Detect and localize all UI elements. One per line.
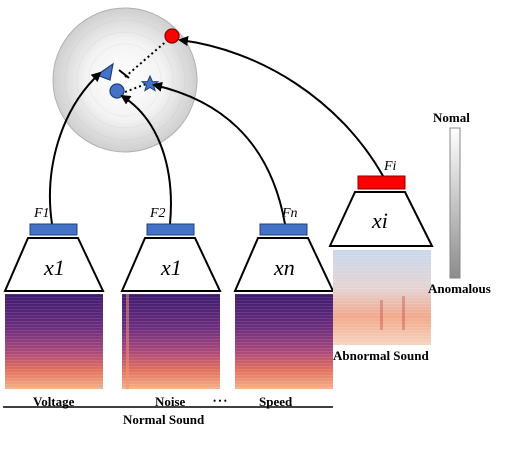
- spectrogram-abnormal: [333, 250, 431, 345]
- abnormal-circle-point: [164, 28, 180, 44]
- feature-bar-f1: [29, 223, 78, 236]
- label-speed: Speed: [259, 394, 293, 409]
- spectrogram-noise: [122, 294, 220, 389]
- scale-bottom-label: Anomalous: [428, 281, 491, 296]
- encoder-input-i: xi: [372, 208, 388, 233]
- abnormal-sound-label: Abnormal Sound: [333, 348, 429, 363]
- spectrogram-voltage: [5, 294, 103, 389]
- encoder-input-n: xn: [274, 255, 295, 280]
- arrow-fi: [178, 36, 384, 177]
- encoder-1: [3, 237, 105, 292]
- latent-ring: [64, 19, 186, 141]
- latent-space: [52, 7, 198, 153]
- encoder-i: [328, 191, 434, 247]
- label-noise: Noise: [155, 394, 186, 409]
- feature-bar-fi: [357, 175, 406, 190]
- encoder-input-2: x1: [161, 255, 182, 280]
- feature-label-f2: F2: [150, 206, 166, 221]
- feature-bar-fn: [259, 223, 308, 236]
- encoder-2: [120, 237, 222, 292]
- arrow-f1: [49, 71, 102, 225]
- normal-circle-point: [109, 83, 125, 99]
- feature-label-fi: Fi: [384, 159, 397, 174]
- encoder-input-1: x1: [44, 255, 65, 280]
- arrow-fn: [152, 81, 286, 225]
- latent-space-circle: [52, 7, 198, 153]
- feature-label-fn: Fn: [282, 206, 298, 221]
- feature-label-f1: F1: [34, 206, 50, 221]
- feature-bar-f2: [146, 223, 195, 236]
- distance-tick: [118, 69, 130, 79]
- normal-sound-label: Normal Sound: [123, 412, 205, 427]
- arrow-f2: [120, 94, 172, 225]
- ellipsis: • • •: [213, 396, 227, 406]
- normality-scale-bar: [449, 127, 461, 279]
- distance-line-normal: [124, 83, 147, 93]
- latent-ring: [88, 43, 162, 117]
- label-voltage: Voltage: [33, 394, 75, 409]
- spectrogram-speed: [235, 294, 333, 389]
- latent-ring: [76, 31, 174, 129]
- scale-top-label: Nomal: [433, 110, 470, 125]
